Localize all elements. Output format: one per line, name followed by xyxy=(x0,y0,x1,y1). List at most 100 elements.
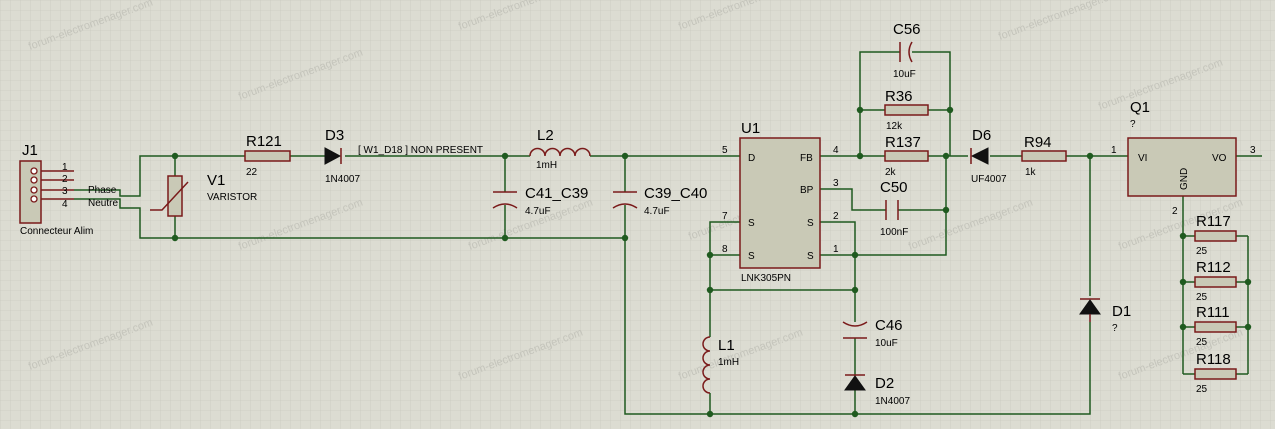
net-label-w1-d18: [ W1_D18 ] NON PRESENT xyxy=(358,145,483,156)
u1-pin-number: 8 xyxy=(722,244,728,255)
resistor-r118: R118 25 xyxy=(1194,351,1237,395)
u1-pin-name: D xyxy=(748,153,755,164)
r117-value: 25 xyxy=(1196,246,1208,257)
q1-pin-name: GND xyxy=(1179,168,1190,190)
resistor-r94: R94 1k xyxy=(1021,134,1067,178)
c56-value: 10uF xyxy=(893,69,916,80)
resistor-body xyxy=(1194,321,1237,333)
d6-value: UF4007 xyxy=(971,174,1007,185)
u1-pin-number: 7 xyxy=(722,211,728,222)
varistor-v1: V1 VARISTOR xyxy=(150,172,257,217)
d6-ref: D6 xyxy=(972,127,991,144)
r112-value: 25 xyxy=(1196,292,1208,303)
r118-value: 25 xyxy=(1196,384,1208,395)
j1-ref: J1 xyxy=(22,142,38,159)
diode-d1: D1 ? xyxy=(1079,298,1131,334)
inductor-l2: L2 1mH xyxy=(529,127,591,171)
c50-value: 100nF xyxy=(880,227,908,238)
connector-body xyxy=(19,160,42,224)
r118-ref: R118 xyxy=(1196,351,1231,368)
capacitor-c39-c40: C39_C40 4.7uF xyxy=(612,185,707,217)
j1-description: Connecteur Alim xyxy=(20,226,93,237)
r121-ref: R121 xyxy=(246,133,282,150)
diode-symbol xyxy=(844,375,866,391)
resistor-r121: R121 22 xyxy=(244,133,291,178)
regulator-q1: Q1 ? VI VO GND 1 3 2 xyxy=(1111,99,1256,217)
u1-part: LNK305PN xyxy=(741,273,791,284)
l1-ref: L1 xyxy=(718,337,735,354)
r137-value: 2k xyxy=(885,167,897,178)
resistor-r137: R137 2k xyxy=(884,134,929,178)
diode-symbol xyxy=(970,147,989,165)
u1-ref: U1 xyxy=(741,120,760,137)
c46-value: 10uF xyxy=(875,338,898,349)
diode-d6: D6 UF4007 xyxy=(970,127,1007,185)
c46-ref: C46 xyxy=(875,317,903,334)
d3-ref: D3 xyxy=(325,127,344,144)
r111-value: 25 xyxy=(1196,337,1208,348)
resistor-body xyxy=(1021,150,1067,162)
resistor-r111: R111 25 xyxy=(1194,304,1237,348)
l2-ref: L2 xyxy=(537,127,554,144)
r36-value: 12k xyxy=(886,121,903,132)
l2-value: 1mH xyxy=(536,160,557,171)
regulator-body xyxy=(1127,137,1237,197)
d2-value: 1N4007 xyxy=(875,396,910,407)
r121-value: 22 xyxy=(246,167,258,178)
r94-value: 1k xyxy=(1025,167,1037,178)
inductor-l1: L1 1mH xyxy=(702,336,739,394)
diode-d3: D3 1N4007 xyxy=(324,127,360,185)
r94-ref: R94 xyxy=(1024,134,1052,151)
resistor-body xyxy=(1194,230,1237,242)
q1-pin-name: VO xyxy=(1212,153,1227,164)
inductor-coil xyxy=(529,147,591,157)
capacitor-c46: C46 10uF xyxy=(842,317,903,349)
j1-pin-label: 2 xyxy=(62,174,68,185)
d1-value: ? xyxy=(1112,323,1118,334)
resistor-body xyxy=(884,150,929,162)
d1-ref: D1 xyxy=(1112,303,1131,320)
d3-value: 1N4007 xyxy=(325,174,360,185)
junctions xyxy=(171,106,1252,418)
l1-value: 1mH xyxy=(718,357,739,368)
r137-ref: R137 xyxy=(885,134,921,151)
q1-pin-name: VI xyxy=(1138,153,1147,164)
c39-value: 4.7uF xyxy=(644,206,670,217)
capacitor-c50: C50 100nF xyxy=(880,179,908,238)
diode-d2: D2 1N4007 xyxy=(844,374,910,407)
q1-pin-number: 2 xyxy=(1172,206,1178,217)
net-label-phase: Phase xyxy=(88,185,117,196)
resistor-body xyxy=(244,150,291,162)
u1-pin-number: 4 xyxy=(833,145,839,156)
resistor-r112: R112 25 xyxy=(1194,259,1237,303)
q1-pin-number: 3 xyxy=(1250,145,1256,156)
j1-pin-label: 3 xyxy=(62,186,68,197)
inductor-coil xyxy=(702,336,711,394)
diode-symbol xyxy=(324,147,342,165)
u1-pin-number: 5 xyxy=(722,145,728,156)
c56-ref: C56 xyxy=(893,21,921,38)
ic-body xyxy=(739,137,821,269)
u1-pin-name: FB xyxy=(800,153,813,164)
u1-pin-name: S xyxy=(807,218,814,229)
r112-ref: R112 xyxy=(1196,259,1231,276)
resistor-body xyxy=(1194,368,1237,380)
c41-ref: C41_C39 xyxy=(525,185,588,202)
ic-u1: U1 LNK305PN D S S FB BP S S 5 7 8 4 3 2 … xyxy=(722,120,839,284)
u1-pin-name: S xyxy=(748,251,755,262)
resistor-r36: R36 12k xyxy=(884,88,929,132)
u1-pin-number: 2 xyxy=(833,211,839,222)
u1-pin-name: S xyxy=(807,251,814,262)
j1-pin-label: 4 xyxy=(62,199,68,210)
u1-pin-number: 3 xyxy=(833,178,839,189)
c41-value: 4.7uF xyxy=(525,206,551,217)
u1-pin-number: 1 xyxy=(833,244,839,255)
resistor-body xyxy=(1194,276,1237,288)
c50-ref: C50 xyxy=(880,179,908,196)
resistor-r117: R117 25 xyxy=(1194,213,1237,257)
r36-ref: R36 xyxy=(885,88,913,105)
capacitor-c56: C56 10uF xyxy=(893,21,921,80)
r117-ref: R117 xyxy=(1196,213,1231,230)
r111-ref: R111 xyxy=(1196,304,1230,321)
net-label-neutre: Neutre xyxy=(88,198,118,209)
